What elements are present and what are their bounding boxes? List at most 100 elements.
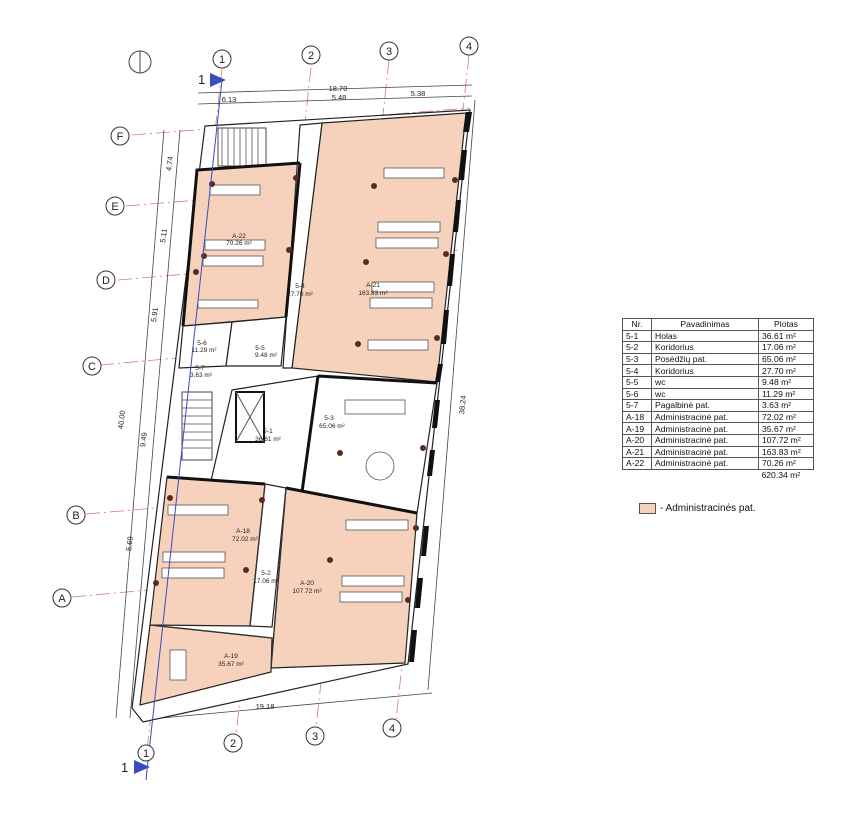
cell-area: 9.48 m² (758, 375, 814, 389)
cell-name: Administracinė pat. (651, 422, 759, 435)
section-marker-bottom: 1 (121, 760, 150, 775)
cell-area: 11.29 m² (758, 387, 814, 401)
room-a22-area-label: 70.26 m² (226, 240, 252, 247)
grid-col-label: 4 (389, 723, 395, 735)
grid-col-label: 2 (230, 738, 236, 750)
cell-name: Koridorius (651, 341, 759, 354)
cell-area: 35.67 m² (758, 422, 814, 435)
dim-left-segment: 5.91 (149, 307, 160, 323)
cell-name: Administracinė pat. (651, 457, 759, 470)
room-5-3-area (301, 375, 438, 514)
cell-nr: 5-5 (622, 375, 652, 389)
room-5-4-id: 5-4 (295, 283, 305, 290)
grid-col-label: 2 (308, 50, 314, 62)
room-5-6-id: 5-6 (197, 340, 207, 347)
grid-col-label: 1 (219, 54, 225, 66)
room-5-4-area-label: 27.70 m² (287, 291, 313, 298)
cell-nr: A-19 (622, 422, 652, 435)
grid-bubbles-rows: F E D C B A (52, 126, 130, 608)
room-a18-id: A-18 (236, 528, 250, 535)
total-area: 620.34 m² (761, 470, 801, 481)
cell-nr: 5-3 (622, 352, 652, 366)
grid-bubbles-bottom: 1 2 3 4 (137, 718, 402, 762)
room-5-1-id: 5-1 (263, 428, 273, 435)
dim-top-segment: 5.38 (411, 89, 426, 98)
cell-name: Administracinė pat. (651, 433, 759, 447)
column-header-area: Plotas (758, 318, 814, 331)
cell-name: Pagalbinė pat. (651, 399, 759, 412)
heavy-walls (149, 161, 438, 669)
cell-nr: 5-4 (622, 364, 652, 377)
admin-swatch (639, 503, 656, 514)
room-5-7-id: 5-7 (195, 365, 205, 372)
cell-nr: 5-7 (622, 399, 652, 412)
room-a21-id: A-21 (366, 282, 380, 289)
north-symbol-icon (128, 50, 152, 74)
room-5-5-area-label: 9.48 m² (255, 352, 278, 359)
facade-segments (409, 112, 472, 662)
dimension-labels: 18.70 6.13 5.48 5.38 19.18 4.74 5.11 5.9… (116, 84, 468, 711)
cell-name: Holas (651, 329, 759, 343)
dim-bottom-total: 19.18 (256, 702, 275, 711)
grid-row-label: C (88, 361, 96, 373)
cell-nr: A-18 (622, 410, 652, 424)
section-marker-top-label: 1 (198, 72, 205, 87)
dim-left-segment: 5.11 (158, 228, 169, 243)
cell-area: 17.06 m² (758, 341, 814, 354)
room-5-7-area-label: 3.63 m² (190, 372, 213, 379)
furniture (161, 167, 445, 681)
cell-area: 107.72 m² (758, 433, 814, 447)
table-total-row: 620.34 m² (623, 469, 814, 480)
cell-area: 163.83 m² (758, 445, 814, 459)
grid-col-label: 3 (312, 731, 318, 743)
cell-nr: A-22 (622, 457, 652, 470)
column-header-name: Pavadinimas (651, 318, 759, 331)
cell-nr: 5-2 (622, 341, 652, 354)
cell-nr: 5-1 (622, 329, 652, 343)
grid-row-label: A (58, 593, 66, 605)
cell-area: 36.61 m² (758, 329, 814, 343)
grid-row-label: F (117, 131, 124, 143)
dimension-lines (115, 84, 476, 721)
grid-row-label: B (72, 510, 79, 522)
stairs-top (217, 127, 267, 167)
room-a20-id: A-20 (300, 580, 314, 587)
dim-right-total: 38.24 (457, 395, 468, 414)
grid-col-label: 3 (386, 46, 392, 58)
room-5-6-area-label: 11.29 m² (191, 347, 217, 354)
room-a22-id: A-22 (232, 233, 246, 240)
cell-area: 72.02 m² (758, 410, 814, 424)
room-a21-area-label: 163.83 m² (358, 290, 388, 297)
grid-bubbles-top: 1 2 3 4 (212, 36, 479, 69)
room-5-1-area-label: 36.61 m² (255, 436, 281, 443)
structural-columns (153, 175, 458, 603)
cell-name: Administracinė pat. (651, 410, 759, 424)
cell-name: Posėdžių pat. (651, 352, 759, 366)
grid-row-label: E (111, 201, 118, 213)
room-5-5-id: 5-5 (255, 345, 265, 352)
legend-label: - Administracinės pat. (660, 503, 756, 514)
cell-name: Administracinė pat. (651, 445, 759, 459)
section-marker-top: 1 (198, 72, 226, 87)
grid-row-label: D (102, 275, 110, 287)
legend: - Administracinės pat. (639, 503, 756, 514)
dim-left-total: 40.00 (116, 410, 127, 430)
cell-area: 70.26 m² (758, 457, 814, 470)
dim-left-segment: 5.69 (124, 536, 135, 552)
cell-nr: A-21 (622, 445, 652, 459)
dim-left-segment: 9.49 (138, 432, 149, 448)
cell-name: wc (651, 375, 759, 389)
room-5-2-id: 5-2 (261, 570, 271, 577)
dim-top-segment: 6.13 (222, 95, 237, 104)
room-5-2-area-label: 17.06 m² (253, 578, 279, 585)
